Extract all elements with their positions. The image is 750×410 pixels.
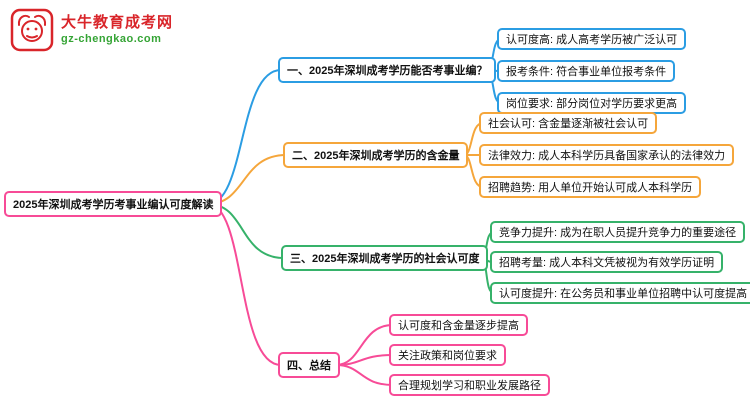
site-logo: 大牛教育成考网 gz-chengkao.com <box>10 8 173 52</box>
child-node-1-3: 岗位要求: 部分岗位对学历要求更高 <box>497 92 687 114</box>
branch-node-2: 二、2025年深圳成考学历的含金量 <box>283 142 469 168</box>
central-topic-node: 2025年深圳成考学历考事业编认可度解读 <box>4 191 223 217</box>
edge-central-branch-4 <box>207 203 282 366</box>
edge-branch4-child3 <box>335 364 394 386</box>
branch-node-4: 四、总结 <box>278 352 340 378</box>
branch-node-3: 三、2025年深圳成考学历的社会认可度 <box>281 245 489 271</box>
child-node-4-3: 合理规划学习和职业发展路径 <box>389 374 550 396</box>
child-node-4-2: 关注政策和岗位要求 <box>389 344 506 366</box>
site-domain: gz-chengkao.com <box>61 32 162 45</box>
child-node-2-3: 招聘趋势: 用人单位开始认可成人本科学历 <box>479 176 702 198</box>
branch-node-1: 一、2025年深圳成考学历能否考事业编？ <box>278 57 497 83</box>
child-node-3-2: 招聘考量: 成人本科文凭被视为有效学历证明 <box>490 251 724 273</box>
edge-central-branch-1 <box>207 69 282 205</box>
bull-logo-icon <box>10 8 54 52</box>
site-logo-text: 大牛教育成考网 gz-chengkao.com <box>61 14 173 47</box>
child-node-1-2: 报考条件: 符合事业单位报考条件 <box>497 60 676 82</box>
child-node-2-1: 社会认可: 含金量逐渐被社会认可 <box>479 112 658 134</box>
edge-branch4-child2 <box>335 354 394 366</box>
child-node-3-1: 竞争力提升: 成为在职人员提升竞争力的重要途径 <box>490 221 746 243</box>
child-node-1-1: 认可度高: 成人高考学历被广泛认可 <box>497 28 687 50</box>
child-node-4-1: 认可度和含金量逐步提高 <box>389 314 528 336</box>
child-node-2-2: 法律效力: 成人本科学历具备国家承认的法律效力 <box>479 144 735 166</box>
site-name: 大牛教育成考网 <box>61 13 174 31</box>
child-node-3-3: 认可度提升: 在公务员和事业单位招聘中认可度提高 <box>490 282 750 304</box>
